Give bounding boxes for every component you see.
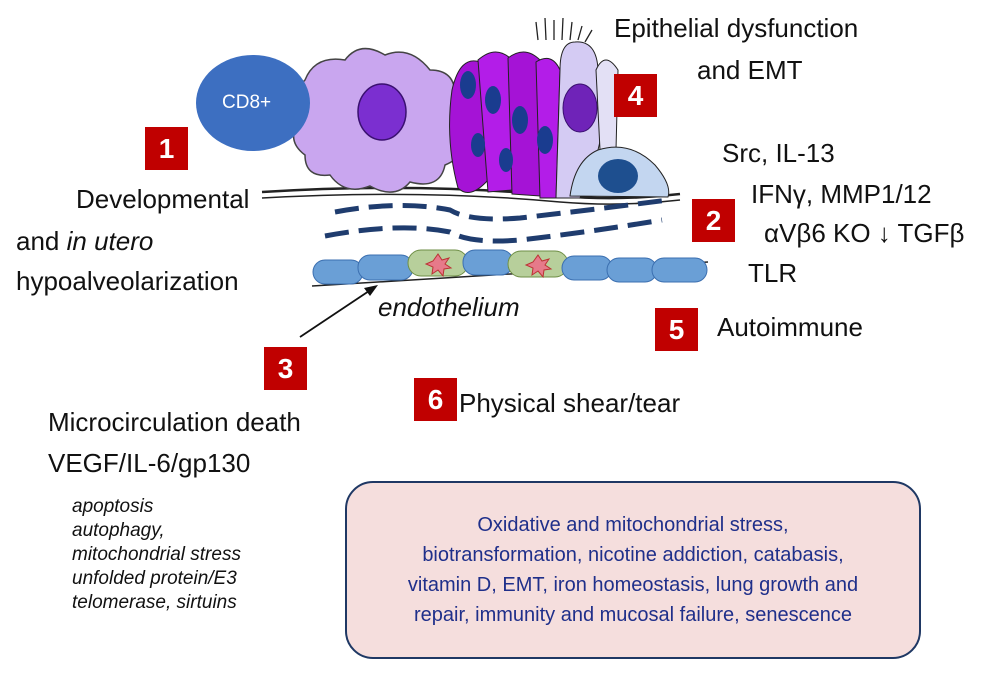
developmental-line2: and in utero [16,226,154,257]
developmental-line3: hypoalveolarization [16,266,239,296]
epithelial-cell [595,59,619,151]
summary-line: biotransformation, nicotine addiction, c… [422,544,844,566]
mediator-line2: IFNγ, MMP1/12 [751,179,932,209]
badge-1: 1 [145,127,188,170]
macrophage-nucleus [357,83,407,141]
arrowhead [364,285,378,296]
microcirculation-line1: Microcirculation death [48,407,301,437]
interstitium-dashed-line [324,217,663,244]
epithelial-title-line2: and EMT [697,55,803,85]
summary-line: repair, immunity and mucosal failure, se… [413,604,852,626]
endothelium-cells [311,249,709,287]
badge-2: 2 [692,199,735,242]
badge-4: 4 [614,74,657,117]
badge-6: 6 [414,378,457,421]
developmental-line2-prefix: and [16,226,67,256]
summary-text: Oxidative and mitochondrial stress, biot… [408,510,858,630]
developmental-line1: Developmental [76,184,250,214]
summary-line: vitamin D, EMT, iron homeostasis, lung g… [407,574,859,596]
flat-cell [569,146,670,198]
cd8-cell [196,55,310,151]
developmental-line2-italic: in utero [66,226,154,256]
endothelium-label: endothelium [378,292,520,322]
mediator-line4: TLR [748,258,798,288]
microcirculation-line2: VEGF/IL-6/gp130 [48,448,251,478]
mediator-line1: Src, IL-13 [722,138,835,168]
epithelial-title-line1: Epithelial dysfunction [614,13,859,43]
summary-box: Oxidative and mitochondrial stress, biot… [345,481,921,659]
process-item: autophagy, [72,520,165,541]
interstitium-dashed-line [334,197,669,222]
process-item: mitochondrial stress [72,544,241,565]
cd8-label: CD8+ [222,92,272,113]
physical-shear-label: Physical shear/tear [459,388,681,418]
goblet-cells [449,51,561,199]
autoimmune-label: Autoimmune [717,312,863,342]
process-item: unfolded protein/E3 [72,568,237,589]
process-item: apoptosis [72,496,154,517]
mediator-line3: αVβ6 KO ↓ TGFβ [764,218,965,248]
badge-3: 3 [264,347,307,390]
badge-5: 5 [655,308,698,351]
process-list: apoptosis autophagy, mitochondrial stres… [72,495,241,615]
arrow [299,288,373,338]
process-item: telomerase, sirtuins [72,592,237,613]
summary-line: Oxidative and mitochondrial stress, [477,514,789,536]
basement-membrane-line [261,193,681,205]
